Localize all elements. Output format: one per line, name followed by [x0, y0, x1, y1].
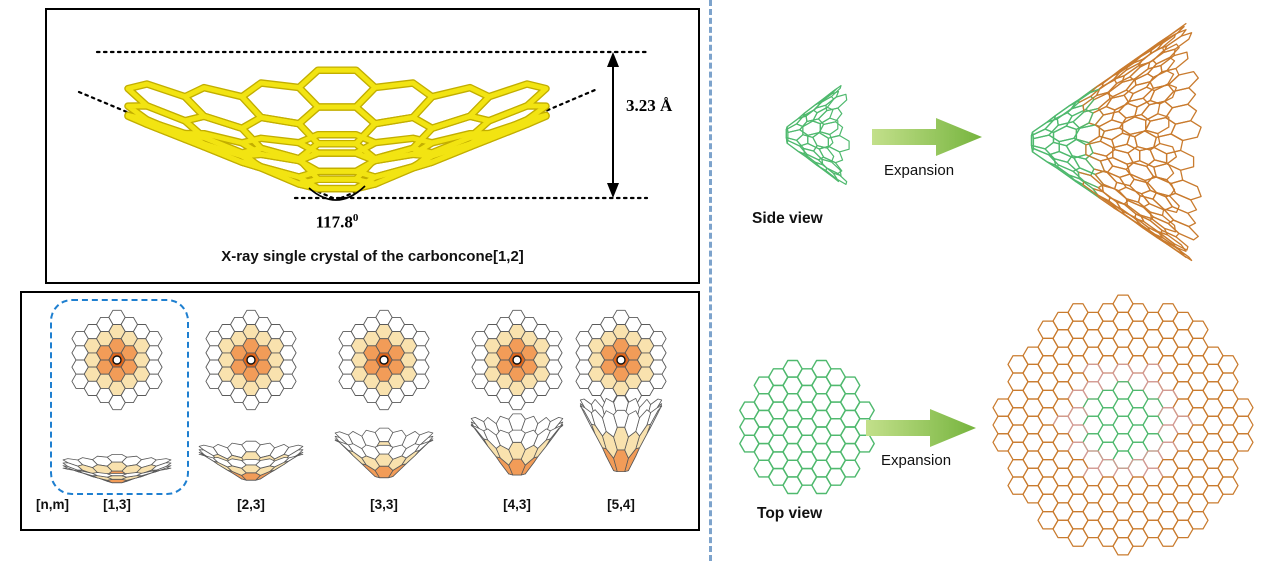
cone-series-panel: [n,m] [1,3] [2,3] [3,3] [4,3] [5,4] [20, 291, 700, 531]
col-label-3-3: [3,3] [370, 497, 398, 512]
col-label-5-4: [5,4] [607, 497, 635, 512]
expansion-arrow-top [872, 118, 982, 156]
small-green-cone-side-view [785, 85, 850, 186]
expansion-label-bottom: Expansion [881, 452, 952, 469]
expansion-arrow-bottom [866, 409, 976, 447]
expanded-cone-side-view [1030, 22, 1202, 262]
side-view-1-3 [62, 454, 172, 484]
side-view-2-3 [198, 440, 304, 481]
side-view-4-3 [470, 413, 564, 476]
top-view-4-3 [471, 309, 563, 411]
top-view-label: Top view [757, 505, 823, 522]
expansion-label-top: Expansion [884, 162, 955, 179]
height-measurement-label: 3.23 Å [626, 96, 673, 115]
xray-caption: X-ray single crystal of the carboncone[1… [221, 248, 524, 265]
col-label-2-3: [2,3] [237, 497, 265, 512]
carboncone-molecule-drawing [77, 50, 649, 201]
col-label-4-3: [4,3] [503, 497, 531, 512]
side-view-5-4 [579, 395, 663, 472]
top-view-2-3 [205, 309, 297, 411]
xray-panel: 3.23 Å 117.80 X-ray single crystal of th… [45, 8, 700, 284]
side-view-3-3 [334, 427, 434, 479]
section-separator-line [709, 0, 712, 561]
row-label-nm: [n,m] [36, 497, 69, 512]
expanded-lattice-top-view [992, 294, 1254, 556]
top-view-1-3 [71, 309, 163, 411]
small-green-lattice-top-view [739, 359, 875, 495]
top-view-5-4 [575, 309, 667, 411]
top-view-3-3 [338, 309, 430, 411]
selected-cone-highlight [50, 299, 189, 495]
side-view-label: Side view [752, 210, 823, 227]
col-label-1-3: [1,3] [103, 497, 131, 512]
apex-angle-label: 117.80 [315, 212, 359, 232]
